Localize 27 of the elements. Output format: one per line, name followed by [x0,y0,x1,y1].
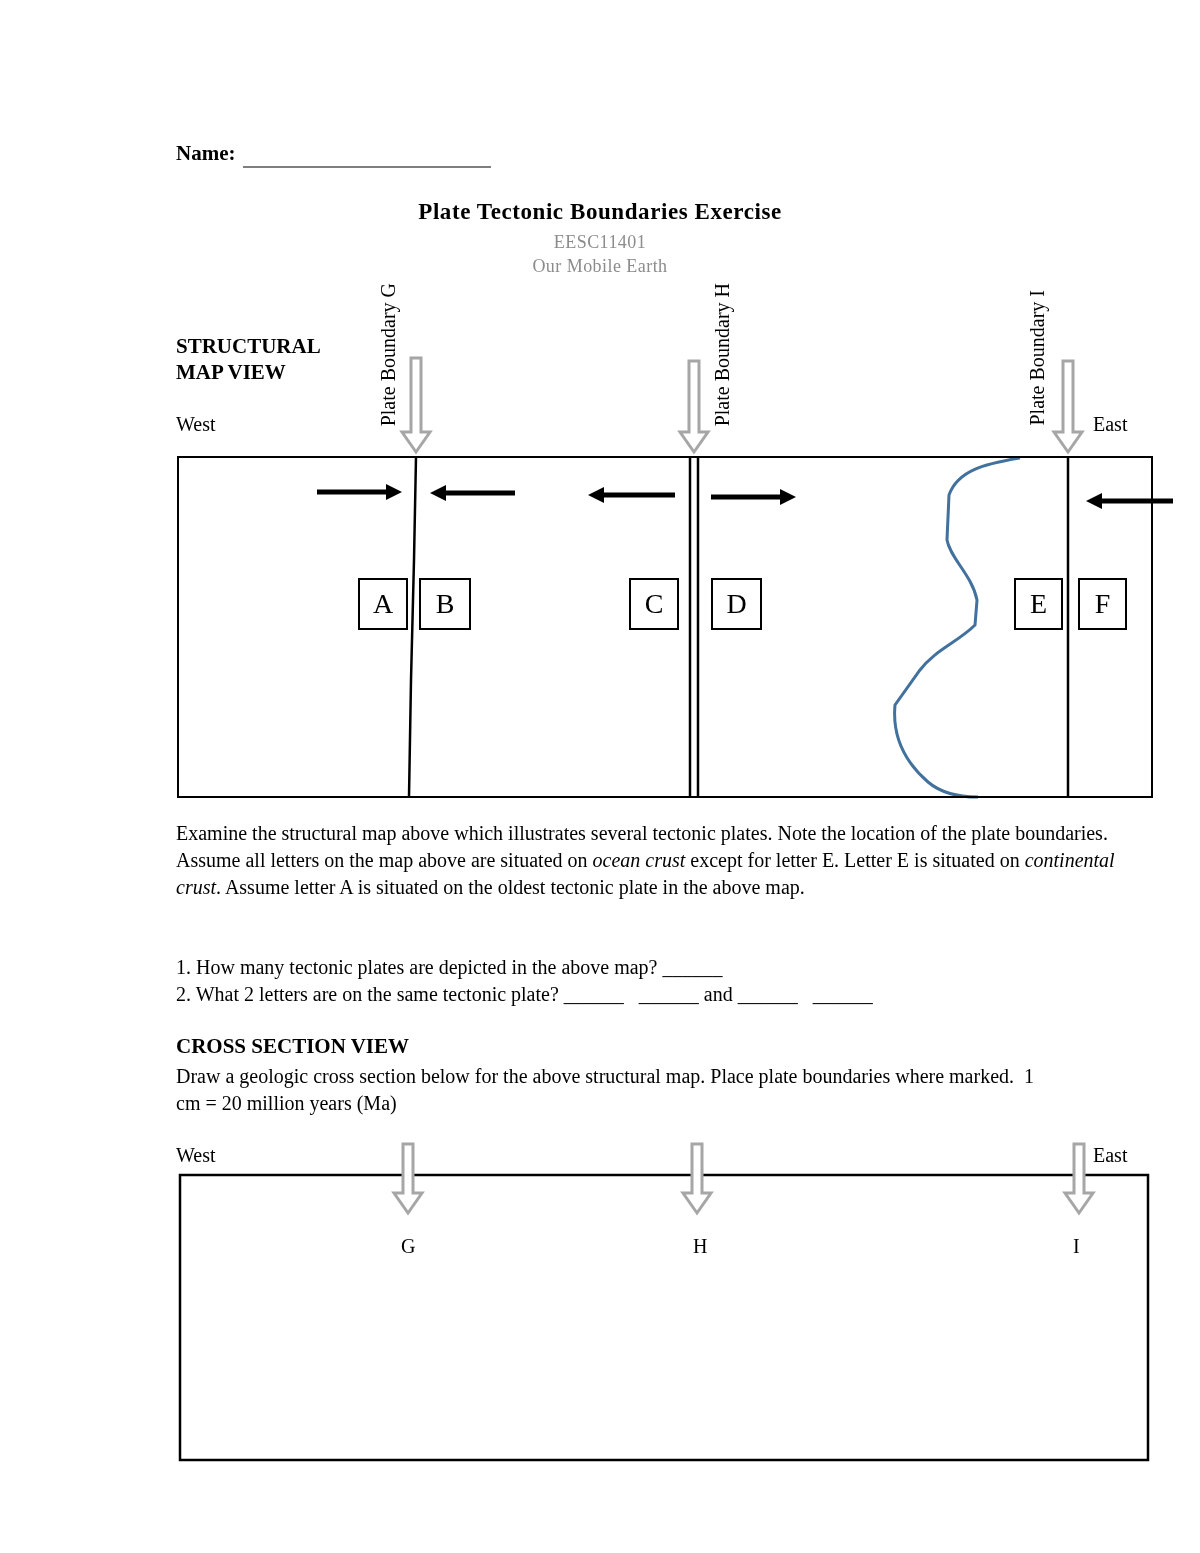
boundary-label: Plate Boundary G [378,283,398,427]
boundary-label: Plate Boundary H [712,283,732,427]
boundary-letter: I [1073,1236,1080,1256]
question-text: 1. How many tectonic plates are depicted in the above map? ______ [176,957,723,977]
direction-label: East [1093,414,1128,434]
map-frame [177,456,1153,798]
letter-box: B [419,578,471,630]
boundary-label: Plate Boundary I [1027,290,1047,426]
boundary-letter: H [693,1236,708,1256]
letter-box: A [358,578,408,630]
section-heading: CROSS SECTION VIEW [176,1036,410,1057]
section-heading: STRUCTURAL MAP VIEW [176,333,321,385]
letter-box: F [1078,578,1127,630]
letter-box: D [711,578,762,630]
question-text: 2. What 2 letters are on the same tectonic plate? ______ ______ and ______ ______ [176,984,873,1004]
direction-label: East [1093,1145,1128,1165]
direction-label: West [176,414,216,434]
letter-box: E [1014,578,1063,630]
instructions-paragraph: Draw a geologic cross section below for the above structural map. Place plate boundaries where marked. 1 cm = 20 million years (Ma) [176,1064,1036,1117]
letter-box: C [629,578,679,630]
name-label: Name: [176,143,236,164]
instructions-paragraph: Examine the structural map above which illustrates several tectonic plates. Note the location of the plate boundaries. Assume all letters on the map above are situated on ocean crust except for letter E. Letter E is situated on continental crust. Assume letter A is situated on the oldest tectonic plate in the above map. [176,821,1116,901]
title: Plate Tectonic Boundaries Exercise [417,200,783,223]
course-code: EESC11401 [552,231,648,254]
direction-label: West [176,1145,216,1165]
boundary-letter: G [401,1236,416,1256]
course-name: Our Mobile Earth [531,255,669,278]
